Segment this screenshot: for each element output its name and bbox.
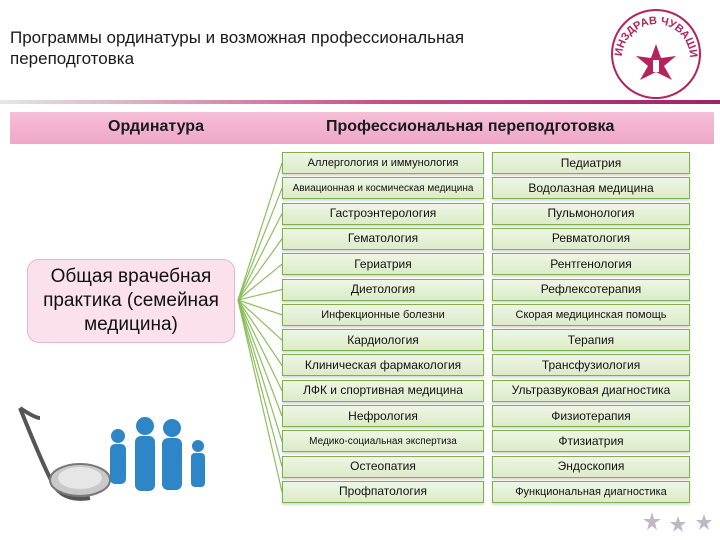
- program-item: Остеопатия: [282, 455, 484, 478]
- stethoscope-family-illustration: [18, 406, 205, 501]
- connector-line: [237, 188, 283, 301]
- program-item: Скорая медицинская помощь: [492, 303, 690, 326]
- program-item: Профпатология: [282, 480, 484, 503]
- table-header: [10, 112, 714, 144]
- slide-title: Программы ординатуры и возможная професс…: [10, 28, 465, 68]
- program-item: Гериатрия: [282, 253, 484, 276]
- program-item: Нефрология: [282, 405, 484, 427]
- program-item: Функциональная диагностика: [492, 480, 690, 503]
- connector-line: [237, 263, 283, 301]
- program-item: Гастроэнтерология: [282, 202, 484, 225]
- connector-line: [237, 299, 283, 493]
- connector-line: [237, 299, 283, 316]
- program-item: Терапия: [492, 329, 690, 352]
- program-item: Диетология: [282, 278, 484, 301]
- header-residency: Ординатура: [108, 118, 204, 135]
- program-item: Пульмонология: [492, 202, 690, 225]
- connector-line: [237, 299, 283, 467]
- program-item: Клиническая фармакология: [282, 354, 484, 377]
- connector-line: [237, 299, 283, 366]
- program-item: Эндоскопия: [492, 455, 690, 478]
- connector-line: [237, 299, 283, 341]
- connector-line: [237, 299, 283, 391]
- ministry-logo: МИНЗДРАВ ЧУВАШИИ: [608, 8, 701, 99]
- program-item: ЛФК и спортивная медицина: [282, 379, 484, 402]
- program-item: Аллергология и иммунология: [282, 152, 484, 174]
- program-item: Гематология: [282, 227, 484, 250]
- program-item: Педиатрия: [492, 152, 690, 174]
- residency-program-box: Общая врачебная практика (семейная медиц…: [27, 259, 235, 343]
- connector-line: [237, 213, 283, 301]
- program-item: Водолазная медицина: [492, 177, 690, 200]
- decor-stars-icon: [643, 512, 712, 532]
- program-item: Ультразвуковая диагностика: [492, 379, 690, 402]
- program-item: Рентгенология: [492, 253, 690, 276]
- program-item: Рефлексотерапия: [492, 278, 690, 301]
- program-item: Инфекционные болезни: [282, 303, 484, 326]
- connector-line: [237, 162, 283, 301]
- program-item: Авиационная и космическая медицина: [282, 177, 484, 200]
- title-divider: [0, 100, 720, 104]
- program-item: Трансфузиология: [492, 354, 690, 377]
- program-item: Ревматология: [492, 227, 690, 250]
- connector-line: [237, 238, 283, 301]
- header-retraining: Профессиональная переподготовка: [326, 118, 615, 135]
- program-item: Фтизиатрия: [492, 430, 690, 453]
- program-item: Кардиология: [282, 329, 484, 352]
- program-item: Физиотерапия: [492, 405, 690, 427]
- program-item: Медико-социальная экспертиза: [282, 430, 484, 453]
- connector-line: [237, 288, 283, 301]
- connector-line: [237, 299, 283, 417]
- connector-line: [237, 299, 283, 442]
